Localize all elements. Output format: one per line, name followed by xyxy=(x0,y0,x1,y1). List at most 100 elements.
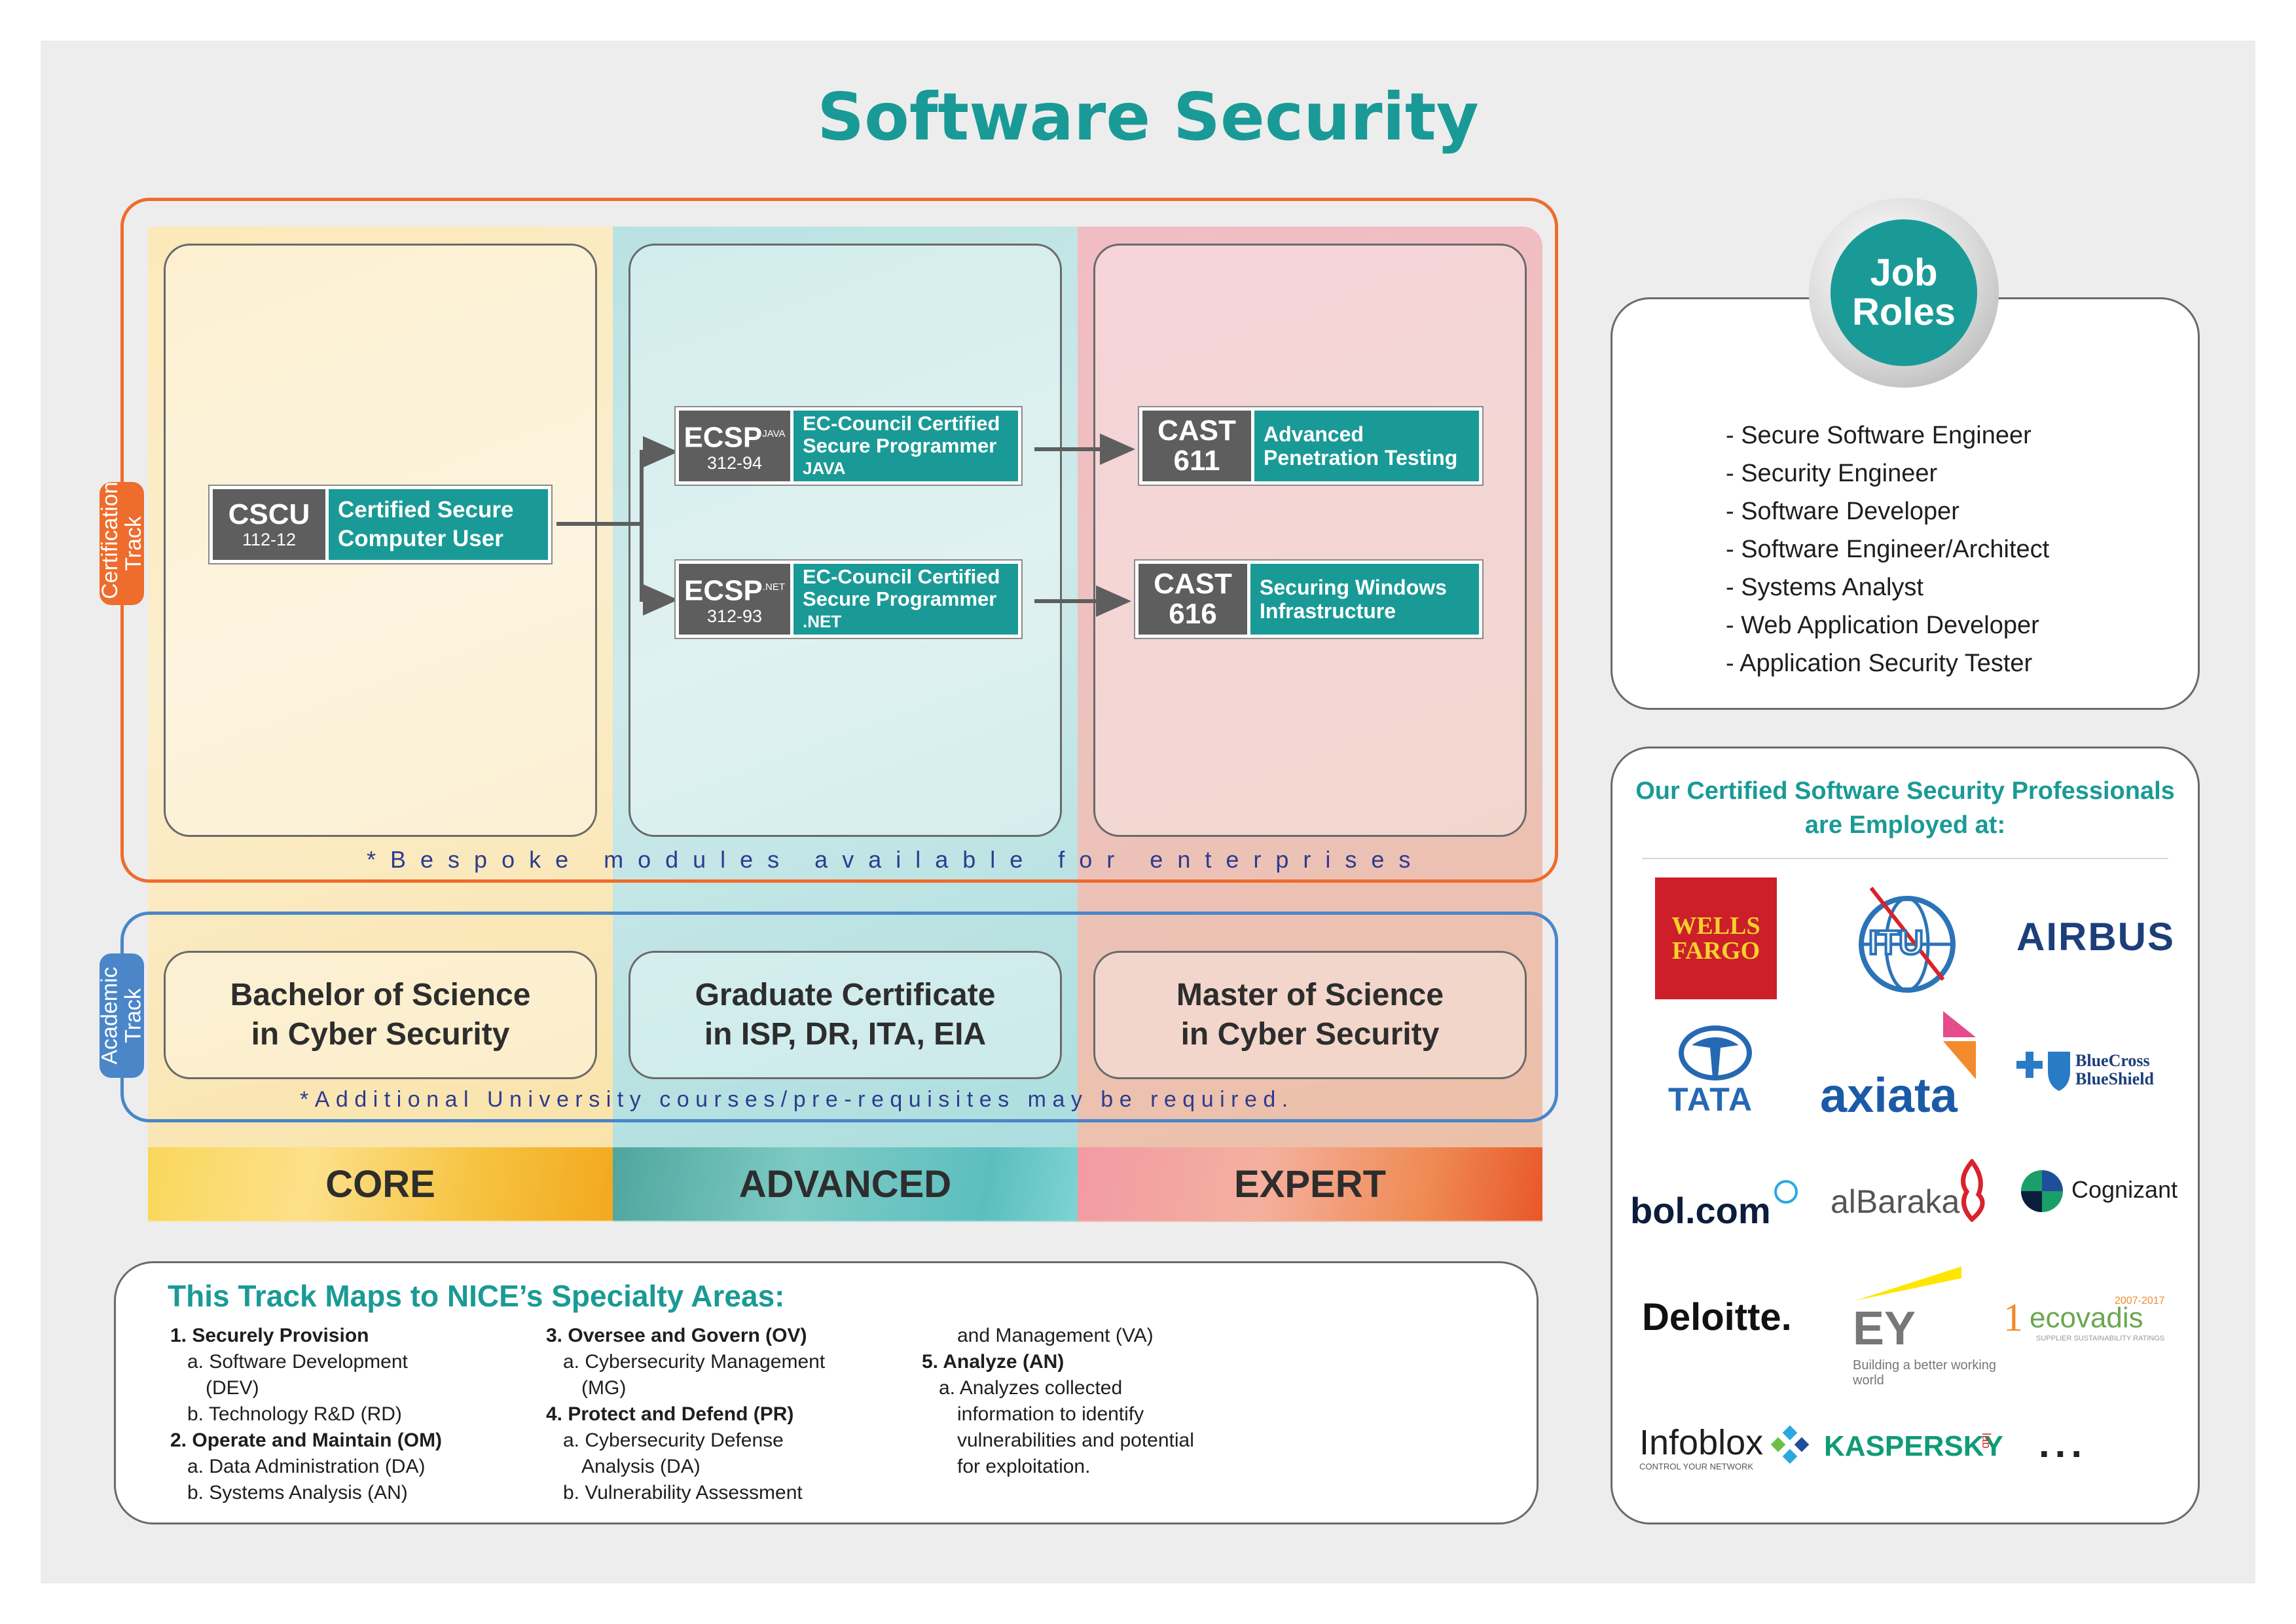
nice-area-item: Analysis (DA) xyxy=(581,1456,701,1477)
job-role-item: - Software Developer xyxy=(1726,498,1959,525)
bluecross-shield-icon xyxy=(2016,1052,2070,1091)
logo-text: Deloitte. xyxy=(1642,1296,1792,1338)
cert-number: 616 xyxy=(1169,598,1217,630)
cert-code-block: CAST 616 xyxy=(1139,564,1247,635)
program-line: Graduate Certificate xyxy=(695,978,996,1012)
job-role-item: - Secure Software Engineer xyxy=(1726,422,2032,449)
kaspersky-logo: KASPERSKY lab xyxy=(1824,1428,2003,1473)
cert-code: CSCU xyxy=(228,498,310,530)
nice-area-item: a. Analyzes collected xyxy=(939,1377,1123,1399)
nice-area-item: a. Software Development xyxy=(187,1351,408,1373)
employers-title: Our Certified Software Security Professi… xyxy=(1624,774,2187,842)
deloitte-logo: Deloitte. xyxy=(1642,1295,1812,1341)
cert-name: EC-Council Certified Secure Programmer .… xyxy=(790,564,1018,635)
logo-text: axiata xyxy=(1820,1068,1958,1122)
cert-cast-611[interactable]: CAST 611 Advanced Penetration Testing xyxy=(1139,407,1482,485)
albaraka-flame-icon xyxy=(1961,1159,1985,1222)
cert-ecsp-net[interactable]: ECSP.NET 312-93 EC-Council Certified Sec… xyxy=(676,561,1021,638)
cert-number: 312-94 xyxy=(706,452,763,473)
airbus-logo: AIRBUS xyxy=(2016,915,2176,959)
nice-area-heading: 5. Analyze (AN) xyxy=(922,1351,1065,1373)
nice-area-item: a. Cybersecurity Defense xyxy=(563,1430,784,1451)
cert-code-text: ECSP xyxy=(683,421,763,454)
cert-number: 611 xyxy=(1173,445,1220,477)
logo-text: ITU xyxy=(1867,923,1925,963)
cert-cscu[interactable]: CSCU 112-12 Certified Secure Computer Us… xyxy=(210,486,551,563)
logo-text: bol.com xyxy=(1630,1190,1771,1231)
level-advanced: ADVANCED xyxy=(613,1147,1078,1221)
cert-name-line: Computer User xyxy=(338,526,503,551)
cert-name-line: Securing Windows xyxy=(1260,576,1447,599)
logo-text: Cognizant xyxy=(2071,1176,2178,1203)
employers-divider xyxy=(1642,858,2168,859)
nice-area-item: (DEV) xyxy=(206,1377,259,1399)
cert-ecsp-java[interactable]: ECSPJAVA 312-94 EC-Council Certified Sec… xyxy=(676,407,1021,485)
nice-column-2: 3. Oversee and Govern (OV) a. Cybersecuri… xyxy=(546,1323,825,1506)
program-line: in ISP, DR, ITA, EIA xyxy=(704,1017,987,1052)
ecovadis-logo: 1 2007-2017 ecovadis SUPPLIER SUSTAINABI… xyxy=(2003,1295,2200,1348)
cert-code: CAST xyxy=(1157,415,1236,447)
cert-name-line: Certified Secure xyxy=(338,497,514,523)
advanced-cert-area xyxy=(629,244,1062,837)
ecovadis-years: 2007-2017 xyxy=(2115,1295,2165,1306)
cert-number: 112-12 xyxy=(242,530,297,549)
nice-area-item: b. Systems Analysis (AN) xyxy=(187,1482,408,1504)
bol-logo: bol.com xyxy=(1630,1179,1798,1231)
cert-code-block: CAST 611 xyxy=(1142,411,1251,481)
ey-logo: EY Building a better working world xyxy=(1853,1264,1997,1388)
albaraka-logo: alBaraka xyxy=(1831,1159,1994,1225)
employers-title-line: Our Certified Software Security Professi… xyxy=(1635,777,2175,805)
axiata-logo: axiata xyxy=(1820,1011,1990,1122)
nice-area-item: and Management (VA) xyxy=(957,1325,1154,1346)
nice-area-heading: 3. Oversee and Govern (OV) xyxy=(546,1325,807,1346)
program-line: in Cyber Security xyxy=(1180,1017,1440,1052)
infoblox-tagline: CONTROL YOUR NETWORK xyxy=(1639,1462,1754,1471)
ecovadis-tagline: SUPPLIER SUSTAINABILITY RATINGS xyxy=(2036,1335,2165,1342)
cert-code: ECSPJAVA xyxy=(683,419,785,453)
nice-area-item: vulnerabilities and potential xyxy=(957,1430,1194,1451)
nice-area-item: b. Vulnerability Assessment xyxy=(563,1482,803,1504)
cert-code-block: CSCU 112-12 xyxy=(213,489,325,560)
employers-box xyxy=(1611,747,2200,1524)
expert-column xyxy=(1078,227,1542,1222)
cognizant-logo: Cognizant xyxy=(2019,1166,2202,1215)
page-title: Software Security xyxy=(817,79,1479,155)
nice-area-item: b. Technology R&D (RD) xyxy=(187,1403,402,1425)
cert-code-block: ECSPJAVA 312-94 xyxy=(679,411,790,481)
university-note: *Additional University courses/pre-requi… xyxy=(300,1087,1294,1112)
cert-name-line: JAVA xyxy=(803,458,846,478)
logo-text: ecovadis xyxy=(2030,1302,2143,1334)
cert-cast-616[interactable]: CAST 616 Securing Windows Infrastructure xyxy=(1135,561,1482,638)
core-column xyxy=(148,227,613,1222)
infoblox-logo: Infoblox CONTROL YOUR NETWORK xyxy=(1639,1422,1810,1475)
cert-name-line: Secure Programmer xyxy=(803,434,997,457)
cert-code-text: ECSP xyxy=(684,574,763,607)
bespoke-note: *Bespoke modules available for enterpris… xyxy=(367,846,1425,873)
cert-name-line: EC-Council Certified xyxy=(803,565,1000,588)
cert-number: 312-93 xyxy=(706,606,763,626)
program-line: Master of Science xyxy=(1176,978,1444,1012)
ey-beam-icon xyxy=(1855,1266,1961,1301)
tata-emblem-icon xyxy=(1679,1025,1752,1080)
itu-logo: ITU xyxy=(1851,881,1963,999)
level-core: CORE xyxy=(148,1147,613,1221)
nice-title: This Track Maps to NICE’s Specialty Area… xyxy=(168,1279,785,1313)
logo-text: FARGO xyxy=(1671,937,1760,965)
cert-name-line: Secure Programmer xyxy=(803,587,997,610)
job-role-item: - Systems Analyst xyxy=(1726,574,1923,601)
axiata-emblem-icon xyxy=(1943,1011,1976,1079)
nice-area-item: (MG) xyxy=(581,1377,627,1399)
tata-logo: TATA xyxy=(1663,1025,1768,1118)
ey-tagline: Building a better working world xyxy=(1853,1358,1997,1388)
logo-text: EY xyxy=(1853,1302,1916,1355)
nice-area-heading: 4. Protect and Defend (PR) xyxy=(546,1403,794,1425)
cert-code: ECSP.NET xyxy=(684,572,785,606)
ecovadis-ten-mark: 1 xyxy=(2003,1296,2023,1339)
program-line: in Cyber Security xyxy=(251,1017,510,1052)
level-expert: EXPERT xyxy=(1078,1147,1542,1221)
bol-bubble-icon xyxy=(1774,1180,1798,1204)
kaspersky-lab-text: lab xyxy=(1980,1433,1993,1449)
